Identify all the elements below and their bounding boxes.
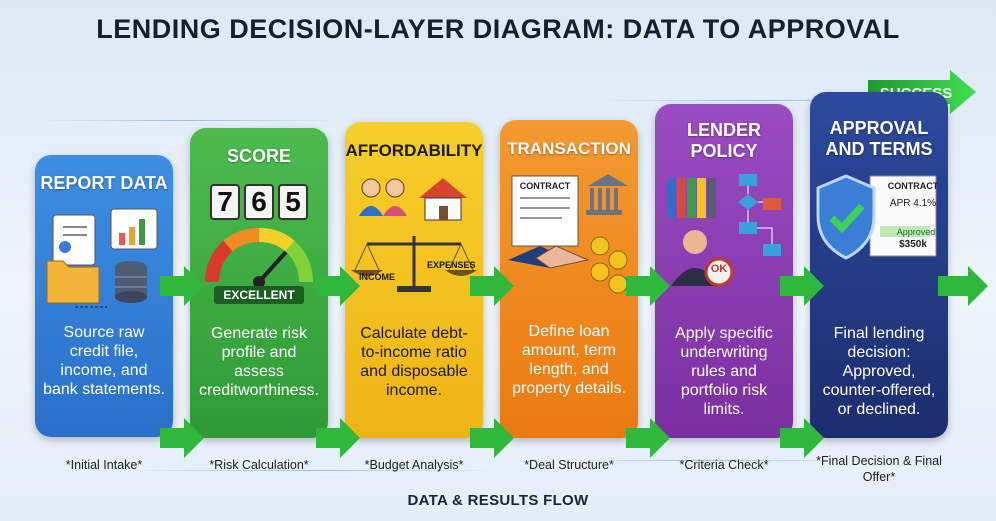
bg-streak xyxy=(40,120,340,121)
flow-arrow xyxy=(470,266,514,306)
flow-arrow xyxy=(316,266,360,306)
stage-description: Apply specific underwriting rules and po… xyxy=(675,325,773,418)
stage-card-affordability: AFFORDABILITY INCOME EXPENSES Calculate … xyxy=(345,122,483,438)
score-digit: 7 xyxy=(210,184,240,220)
flow-arrow xyxy=(160,418,204,458)
flow-arrow xyxy=(160,266,204,306)
family-house-icon xyxy=(359,178,467,221)
flow-arrow xyxy=(316,418,360,458)
stage-description: Generate risk profile and assess creditw… xyxy=(198,325,320,399)
page-title: LENDING DECISION-LAYER DIAGRAM: DATA TO … xyxy=(96,14,900,44)
stage-card-score: SCORE 7 6 5 EXCELLENT Generate risk prof… xyxy=(190,128,328,438)
flow-arrow xyxy=(780,266,824,306)
stage-card-lender-policy: LENDER POLICY OK Apply specific underwri… xyxy=(655,104,793,438)
ok-badge: OK xyxy=(710,263,728,275)
stage-card-transaction: TRANSACTION CONTRACT Define loan amount,… xyxy=(500,120,638,438)
flow-arrow xyxy=(780,418,824,458)
flow-label: DATA & RESULTS FLOW xyxy=(407,492,589,509)
flow-arrow xyxy=(938,266,988,306)
scale-label-right: EXPENSES xyxy=(427,260,476,270)
approved-stamp: Approved xyxy=(896,227,936,237)
policy-books-flowchart-icon xyxy=(667,174,781,287)
loan-amount: $350k xyxy=(899,239,927,250)
stage-footer: *Criteria Check* xyxy=(679,458,769,472)
contract-handshake-icon xyxy=(508,174,628,294)
bg-streak xyxy=(120,470,500,471)
gauge-icon xyxy=(205,228,313,288)
stage-description: Final lending decision: Approved, counte… xyxy=(822,325,936,418)
contract-label: CONTRACT xyxy=(887,181,939,191)
stage-card-approval: APPROVAL AND TERMS CONTRACT APR 4.1% App… xyxy=(810,92,948,438)
stage-description: Define loan amount, term length, and pro… xyxy=(512,323,626,397)
flow-arrow xyxy=(626,266,670,306)
balance-scale-icon xyxy=(351,236,477,292)
scale-label-left: INCOME xyxy=(359,272,395,282)
stage-footer: *Risk Calculation* xyxy=(209,458,309,472)
stage-description: Calculate debt-to-income ratio and dispo… xyxy=(360,325,468,399)
stage-card-report-data: REPORT DATA Source raw credit file, inco… xyxy=(35,155,173,437)
gauge-label: EXCELLENT xyxy=(214,286,304,304)
stage-description: Source raw credit file, income, and bank… xyxy=(43,324,165,398)
stage-title: TRANSACTION xyxy=(507,139,631,158)
contract-label: CONTRACT xyxy=(519,181,571,191)
stage-title: APPROVAL AND TERMS xyxy=(825,118,933,159)
stage-footer: *Deal Structure* xyxy=(524,458,614,472)
stage-footer: *Budget Analysis* xyxy=(364,458,464,472)
flow-arrow xyxy=(470,418,514,458)
score-digit: 6 xyxy=(244,184,274,220)
stage-footer: *Final Decision & Final Offer* xyxy=(816,454,942,484)
apr-value: APR 4.1% xyxy=(889,198,937,209)
stage-title: REPORT DATA xyxy=(40,173,168,193)
stage-title: AFFORDABILITY xyxy=(345,141,483,160)
bg-streak xyxy=(600,100,920,101)
bg-streak xyxy=(560,460,860,461)
flow-arrow xyxy=(626,418,670,458)
score-display: 7 6 5 xyxy=(210,184,308,220)
stage-title: SCORE xyxy=(226,146,291,166)
documents-database-icon xyxy=(46,208,158,308)
score-digit: 5 xyxy=(278,184,308,220)
stage-title: LENDER POLICY xyxy=(686,120,761,161)
stage-footer: *Initial Intake* xyxy=(65,458,143,472)
shield-contract-icon xyxy=(816,174,937,260)
